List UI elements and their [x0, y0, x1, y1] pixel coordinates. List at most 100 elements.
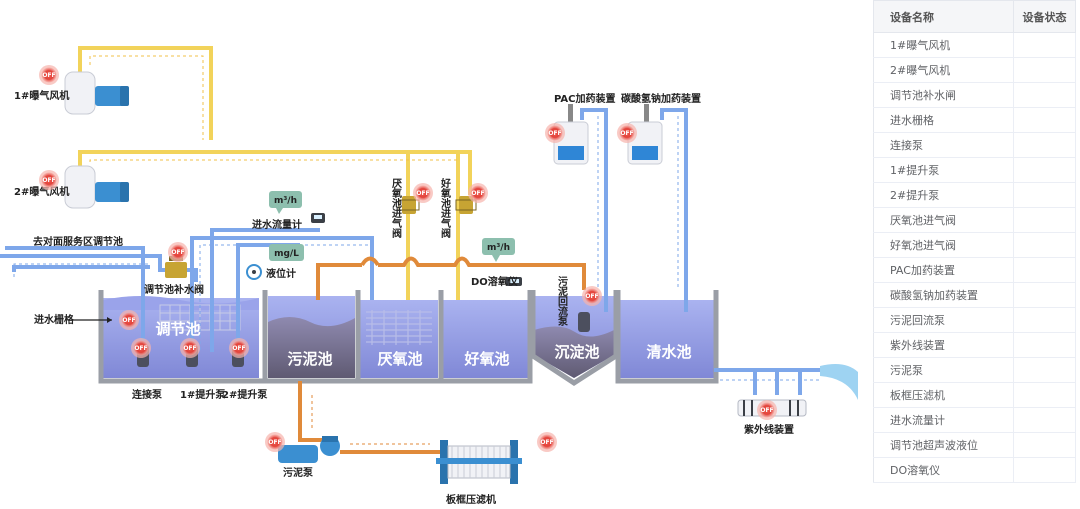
- equipment-status-cell: [1013, 332, 1076, 358]
- header-equipment-name: 设备名称: [873, 0, 1014, 33]
- table-row[interactable]: 连接泵: [873, 132, 1076, 158]
- equipment-name-cell: 碳酸氢钠加药装置: [873, 282, 1014, 308]
- anoxic-air-valve[interactable]: [398, 196, 420, 214]
- label-pac: PAC加药装置: [554, 92, 616, 105]
- off-text: OFF: [620, 130, 633, 137]
- table-row[interactable]: 碳酸氢钠加药装置: [873, 282, 1076, 308]
- tank-label-regulating: 调节池: [155, 320, 200, 338]
- equipment-name-cell: 进水流量计: [873, 407, 1014, 433]
- label-blower-2: 2#曝气风机: [14, 185, 69, 198]
- blower-1-off-badge[interactable]: OFF: [39, 65, 59, 85]
- off-text: OFF: [171, 249, 184, 256]
- table-row[interactable]: 进水流量计: [873, 407, 1076, 433]
- table-row[interactable]: 1#提升泵: [873, 157, 1076, 183]
- equipment-status-cell: [1013, 307, 1076, 333]
- table-row[interactable]: 调节池超声波液位: [873, 432, 1076, 458]
- label-grille: 进水栅格: [34, 313, 75, 326]
- sodium-dosing-off-badge[interactable]: OFF: [617, 123, 637, 143]
- equipment-name-cell: 紫外线装置: [873, 332, 1014, 358]
- equipment-name-cell: 污泥泵: [873, 357, 1014, 383]
- lift-pump-2-off-badge[interactable]: OFF: [229, 338, 249, 358]
- tank-labels: 调节池 污泥池 厌氧池 好氧池 沉淀池 清水池: [155, 320, 691, 368]
- table-row[interactable]: 污泥回流泵: [873, 307, 1076, 333]
- equipment-name-cell: 1#提升泵: [873, 157, 1014, 183]
- label-flowmeter: 进水流量计: [252, 218, 302, 231]
- label-anoxic-valve: 厌氧池进气阀: [390, 178, 403, 239]
- aerobic-tank: [443, 300, 528, 378]
- equipment-name-cell: 厌氧池进气阀: [873, 207, 1014, 233]
- level-gauge[interactable]: [246, 264, 262, 280]
- uv-off-badge[interactable]: OFF: [757, 400, 777, 420]
- table-row[interactable]: DO溶氧仪: [873, 457, 1076, 483]
- aerobic-air-valve[interactable]: [455, 196, 477, 214]
- label-level: 液位计: [266, 267, 296, 280]
- equipment-status-cell: [1013, 82, 1076, 108]
- off-text: OFF: [183, 345, 196, 352]
- level-unit-text: mg/L: [274, 249, 299, 259]
- equipment-status-cell: [1013, 357, 1076, 383]
- anoxic-valve-off-badge[interactable]: OFF: [413, 183, 433, 203]
- sludge-pump-device[interactable]: [278, 436, 340, 463]
- filter-press-off-badge[interactable]: OFF: [537, 432, 557, 452]
- equipment-name-cell: 调节池超声波液位: [873, 432, 1014, 458]
- table-row[interactable]: 紫外线装置: [873, 332, 1076, 358]
- tank-label-clear: 清水池: [646, 343, 691, 361]
- table-row[interactable]: 1#曝气风机: [873, 32, 1076, 58]
- equipment-status-cell: [1013, 182, 1076, 208]
- sludge-pump-off-badge[interactable]: OFF: [265, 432, 285, 452]
- equipment-name-cell: 调节池补水闸: [873, 82, 1014, 108]
- table-row[interactable]: 好氧池进气阀: [873, 232, 1076, 258]
- label-sludge-pump: 污泥泵: [283, 466, 314, 479]
- equipment-status-cell: [1013, 432, 1076, 458]
- table-row[interactable]: 调节池补水闸: [873, 82, 1076, 108]
- table-row[interactable]: 进水栅格: [873, 107, 1076, 133]
- sludge-return-pump-device[interactable]: [578, 312, 590, 332]
- off-badges: OFF OFF OFF OFF OFF OFF OFF OFF OFF OFF OFF OFF OFF O…: [39, 65, 777, 452]
- label-do-meter: DO溶氧仪: [471, 275, 519, 288]
- off-text: OFF: [416, 190, 429, 197]
- equipment-name-cell: 2#曝气风机: [873, 57, 1014, 83]
- off-text: OFF: [548, 130, 561, 137]
- pac-dosing-off-badge[interactable]: OFF: [545, 123, 565, 143]
- anoxic-tank: [360, 300, 438, 378]
- header-equipment-status: 设备状态: [1013, 0, 1076, 33]
- off-text: OFF: [471, 190, 484, 197]
- blower-2[interactable]: [64, 165, 129, 209]
- grille-off-badge[interactable]: OFF: [119, 310, 139, 330]
- label-lift-2: 2#提升泵: [222, 388, 268, 401]
- do-meter-device[interactable]: [506, 277, 522, 286]
- label-aerobic-valve: 好氧池进气阀: [439, 177, 452, 239]
- label-sludge-return: 污泥回流泵: [556, 275, 568, 327]
- off-text: OFF: [134, 345, 147, 352]
- table-row[interactable]: 板框压滤机: [873, 382, 1076, 408]
- equipment-status-cell: [1013, 32, 1076, 58]
- off-text: OFF: [268, 439, 281, 446]
- equipment-status-cell: [1013, 207, 1076, 233]
- level-unit-badge: mg/L: [269, 244, 304, 261]
- flowmeter-device[interactable]: [311, 213, 325, 223]
- label-blower-1: 1#曝气风机: [14, 89, 69, 102]
- table-row[interactable]: PAC加药装置: [873, 257, 1076, 283]
- tank-label-anoxic: 厌氧池: [377, 350, 422, 368]
- equipment-name-cell: 连接泵: [873, 132, 1014, 158]
- off-text: OFF: [42, 177, 55, 184]
- tank-label-sedimentation: 沉淀池: [554, 343, 599, 361]
- table-row[interactable]: 污泥泵: [873, 357, 1076, 383]
- equipment-status-cell: [1013, 232, 1076, 258]
- sludge-pipes: [298, 256, 586, 454]
- lift-pump-1-off-badge[interactable]: OFF: [180, 338, 200, 358]
- table-row[interactable]: 2#曝气风机: [873, 57, 1076, 83]
- equipment-name-cell: PAC加药装置: [873, 257, 1014, 283]
- off-text: OFF: [42, 72, 55, 79]
- filter-press-device[interactable]: [436, 440, 522, 484]
- off-text: OFF: [540, 439, 553, 446]
- makeup-valve-off-badge[interactable]: OFF: [168, 242, 188, 262]
- blower-1[interactable]: [64, 71, 129, 115]
- table-header-row: 设备名称 设备状态: [873, 0, 1076, 33]
- sludge-return-off-badge[interactable]: OFF: [582, 286, 602, 306]
- table-row[interactable]: 2#提升泵: [873, 182, 1076, 208]
- blower-2-off-badge[interactable]: OFF: [39, 170, 59, 190]
- table-row[interactable]: 厌氧池进气阀: [873, 207, 1076, 233]
- aerobic-valve-off-badge[interactable]: OFF: [468, 183, 488, 203]
- connect-pump-off-badge[interactable]: OFF: [131, 338, 151, 358]
